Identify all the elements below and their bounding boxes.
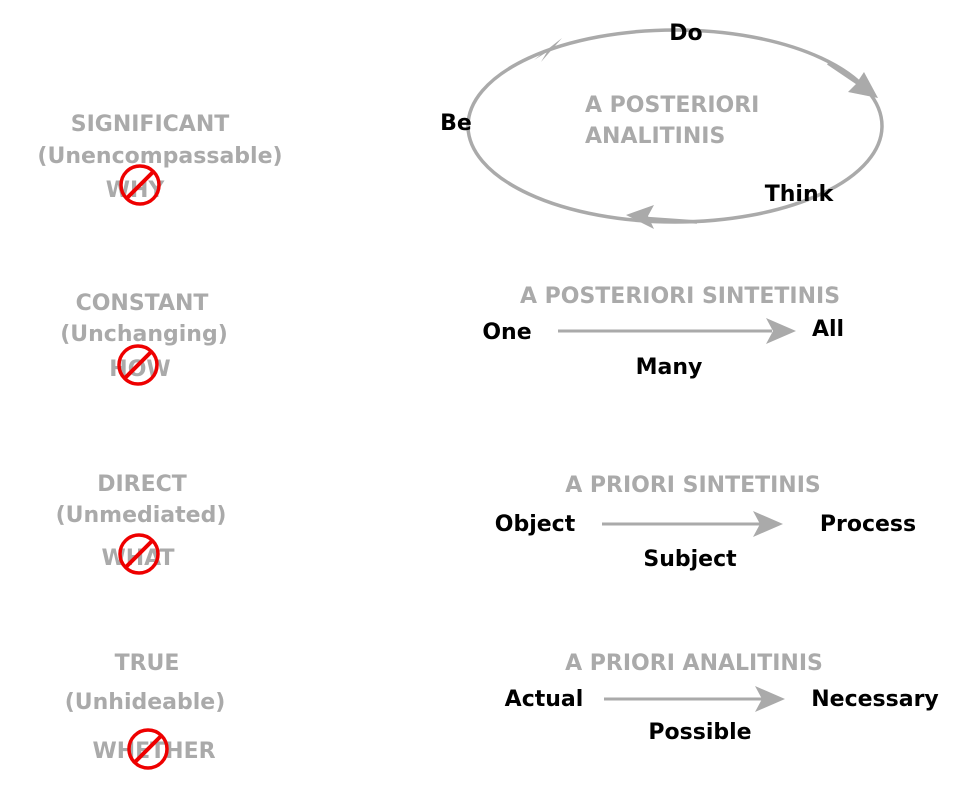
gloss-label: (Unhideable) bbox=[65, 690, 226, 715]
row-from-label: Object bbox=[495, 512, 576, 537]
row-from-label: Actual bbox=[505, 687, 584, 712]
gloss-label: (Unchanging) bbox=[60, 322, 228, 347]
row-middle-label: Subject bbox=[643, 547, 737, 572]
row-from-label: One bbox=[482, 320, 531, 345]
cycle-arrow-top-icon bbox=[534, 38, 562, 62]
relation-row-priori-analitinis: A PRIORI ANALITINIS Actual Necessary Pos… bbox=[505, 651, 939, 745]
row-title: A PRIORI ANALITINIS bbox=[565, 651, 823, 676]
row-middle-label: Many bbox=[636, 355, 703, 380]
gloss-label: (Unmediated) bbox=[56, 503, 227, 528]
prohibition-icon bbox=[118, 533, 160, 575]
prohibition-icon bbox=[119, 164, 161, 206]
gloss-label: (Unencompassable) bbox=[37, 144, 282, 169]
cycle-arrow-right-tail bbox=[827, 61, 863, 88]
row-title: A PRIORI SINTETINIS bbox=[565, 473, 821, 498]
term-label: DIRECT bbox=[97, 472, 187, 497]
cycle-label-do: Do bbox=[669, 21, 702, 46]
left-block-significant: SIGNIFICANT (Unencompassable) WHY bbox=[37, 112, 283, 206]
cycle-label-be: Be bbox=[440, 111, 472, 136]
arrow-right-icon bbox=[755, 686, 785, 712]
term-label: TRUE bbox=[115, 651, 180, 676]
left-block-true: TRUE (Unhideable) WHETHER bbox=[65, 651, 226, 770]
row-title: A POSTERIORI SINTETINIS bbox=[520, 284, 840, 309]
arrow-right-icon bbox=[766, 318, 796, 344]
prohibition-icon bbox=[117, 344, 159, 386]
cycle-arrow-bottom-icon bbox=[626, 205, 654, 229]
cycle-title-line1: A POSTERIORI bbox=[585, 93, 759, 118]
term-label: SIGNIFICANT bbox=[71, 112, 230, 137]
relation-row-priori-sintetinis: A PRIORI SINTETINIS Object Process Subje… bbox=[495, 473, 916, 572]
left-block-constant: CONSTANT (Unchanging) HOW bbox=[60, 291, 228, 386]
row-to-label: Necessary bbox=[811, 687, 939, 712]
row-to-label: Process bbox=[820, 512, 916, 537]
question-label: WHAT bbox=[101, 546, 174, 571]
relation-row-posteriori-sintetinis: A POSTERIORI SINTETINIS One All Many bbox=[482, 284, 844, 380]
cycle-arrow-right-icon bbox=[848, 72, 878, 98]
cycle-arrow-bottom-tail bbox=[639, 216, 698, 224]
row-to-label: All bbox=[812, 317, 844, 342]
left-block-direct: DIRECT (Unmediated) WHAT bbox=[56, 472, 227, 575]
prohibition-icon bbox=[127, 728, 169, 770]
term-label: CONSTANT bbox=[76, 291, 209, 316]
cycle-title-line2: ANALITINIS bbox=[585, 124, 725, 149]
row-middle-label: Possible bbox=[648, 720, 751, 745]
cycle-diagram: A POSTERIORI ANALITINIS Do Be Think bbox=[440, 21, 884, 229]
arrow-right-icon bbox=[753, 511, 783, 537]
cycle-label-think: Think bbox=[765, 182, 835, 207]
